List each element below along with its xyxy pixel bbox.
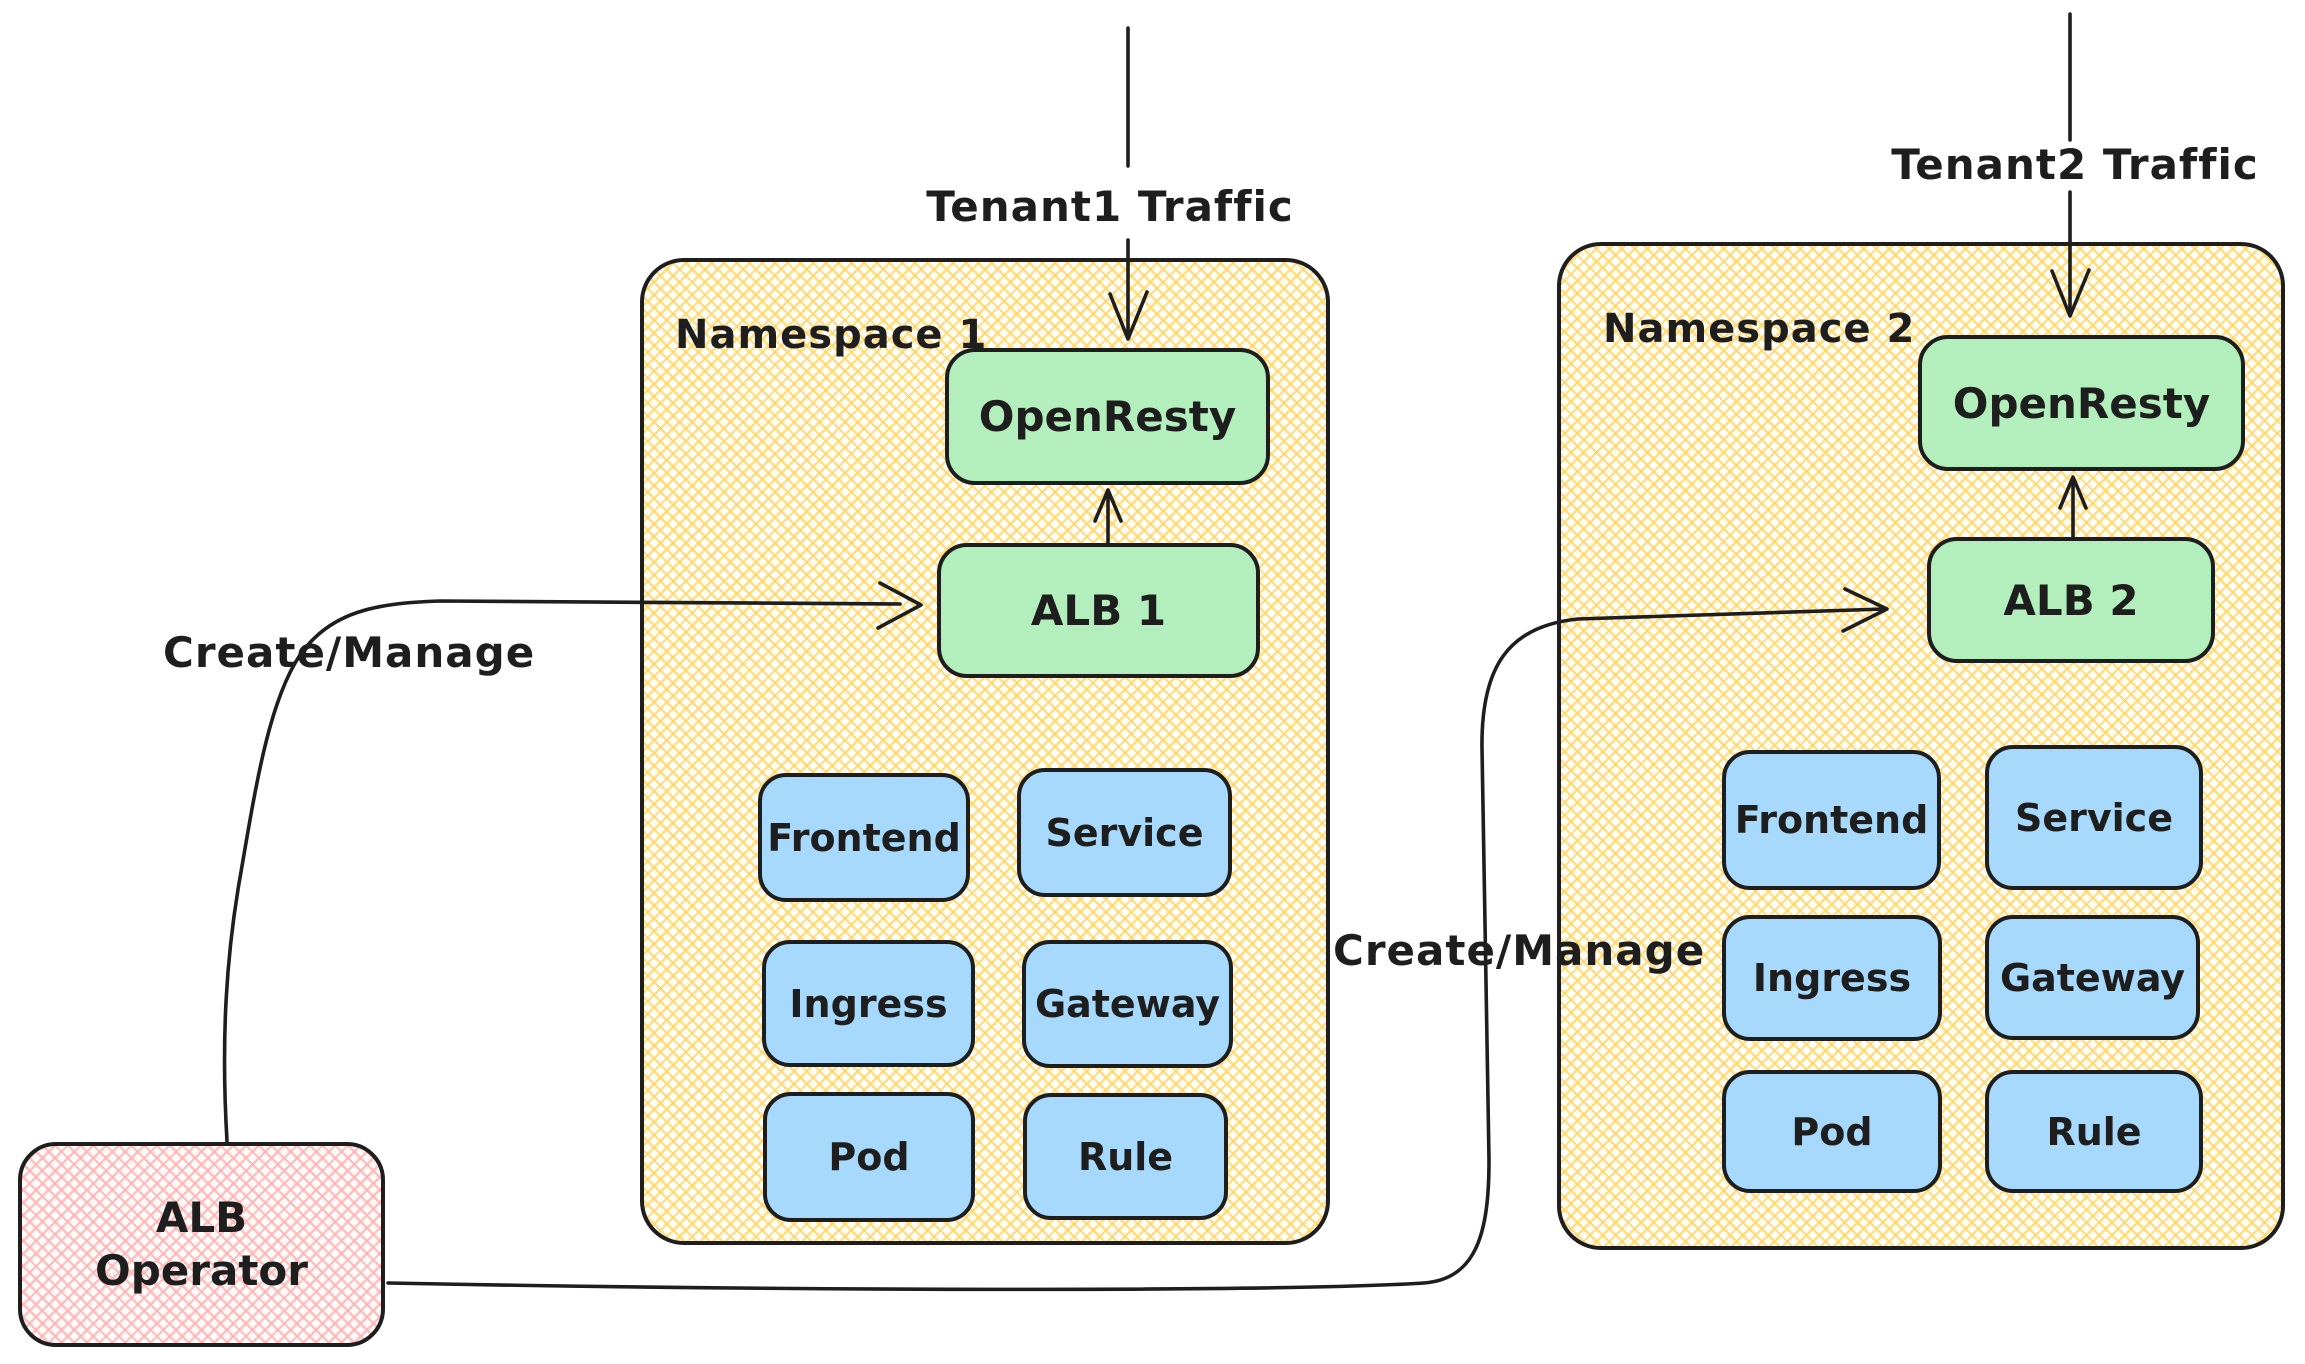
node-rule-1-label: Rule: [1077, 1134, 1174, 1179]
node-pod-2[interactable]: Pod: [1722, 1070, 1942, 1193]
create-manage-label-2: Create/Manage: [1333, 926, 1706, 975]
create-manage-label-1: Create/Manage: [163, 628, 536, 677]
node-alb-2-label: ALB 2: [2003, 575, 2139, 625]
node-rule-1[interactable]: Rule: [1023, 1093, 1228, 1220]
node-alb-operator[interactable]: ALB Operator: [18, 1142, 385, 1347]
node-alb-2[interactable]: ALB 2: [1927, 537, 2215, 663]
node-alb-1-label: ALB 1: [1030, 586, 1167, 635]
node-openresty-1-label: OpenResty: [978, 392, 1237, 441]
node-openresty-1[interactable]: OpenResty: [945, 348, 1270, 485]
node-pod-2-label: Pod: [1791, 1109, 1873, 1154]
node-ingress-2-label: Ingress: [1752, 956, 1912, 1000]
node-ingress-2[interactable]: Ingress: [1722, 915, 1942, 1041]
node-service-1-label: Service: [1045, 810, 1204, 855]
node-service-2-label: Service: [2015, 795, 2173, 840]
node-rule-2[interactable]: Rule: [1985, 1070, 2203, 1193]
node-gateway-2-label: Gateway: [1999, 955, 2186, 1000]
namespace-1-label: Namespace 1: [675, 312, 988, 358]
node-gateway-1[interactable]: Gateway: [1022, 940, 1233, 1068]
namespace-2-label: Namespace 2: [1603, 306, 1916, 352]
node-rule-2-label: Rule: [2046, 1109, 2142, 1154]
node-service-2[interactable]: Service: [1985, 745, 2203, 890]
node-openresty-2[interactable]: OpenResty: [1918, 335, 2245, 471]
node-service-1[interactable]: Service: [1017, 768, 1232, 897]
node-gateway-1-label: Gateway: [1034, 982, 1221, 1026]
node-frontend-1[interactable]: Frontend: [758, 773, 970, 902]
node-frontend-2[interactable]: Frontend: [1722, 750, 1941, 890]
node-alb-operator-label: ALB Operator: [95, 1193, 308, 1295]
tenant2-traffic-label: Tenant2 Traffic: [1891, 140, 2259, 189]
node-ingress-1-label: Ingress: [789, 981, 948, 1026]
node-alb-1[interactable]: ALB 1: [937, 543, 1260, 678]
node-openresty-2-label: OpenResty: [1952, 378, 2211, 428]
node-gateway-2[interactable]: Gateway: [1985, 915, 2200, 1040]
node-frontend-1-label: Frontend: [767, 815, 961, 860]
node-pod-1[interactable]: Pod: [763, 1092, 975, 1222]
node-pod-1-label: Pod: [828, 1135, 910, 1179]
node-ingress-1[interactable]: Ingress: [762, 940, 975, 1067]
tenant1-traffic-label: Tenant1 Traffic: [926, 182, 1294, 231]
node-frontend-2-label: Frontend: [1734, 798, 1929, 842]
